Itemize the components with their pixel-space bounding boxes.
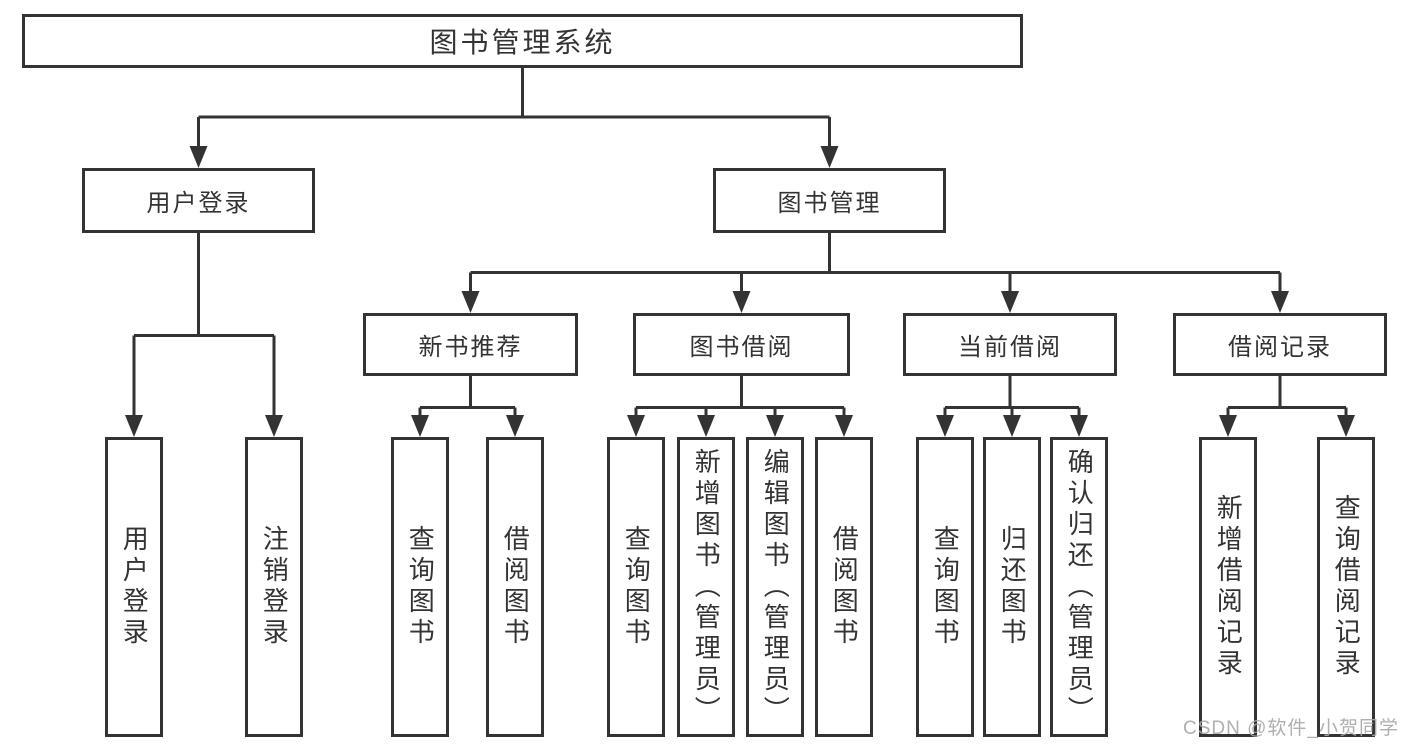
leaf-confirm-return-admin: 确认归还（管理员） xyxy=(1050,437,1108,737)
leaf-edit-book-admin: 编辑图书（管理员） xyxy=(746,437,804,737)
leaf-borrow-books: 借阅图书 xyxy=(815,437,873,737)
leaf-query-books-borrow: 查询图书 xyxy=(607,437,665,737)
leaf-query-books-recommend: 查询图书 xyxy=(391,437,449,737)
node-user-login: 用户登录 xyxy=(82,168,315,233)
leaf-borrow-books-recommend: 借阅图书 xyxy=(486,437,544,737)
node-book-borrow: 图书借阅 xyxy=(633,313,850,376)
leaf-return-book: 归还图书 xyxy=(983,437,1041,737)
leaf-query-borrow-record: 查询借阅记录 xyxy=(1317,437,1375,737)
node-borrow-records: 借阅记录 xyxy=(1173,313,1387,376)
node-new-book-recommend: 新书推荐 xyxy=(363,313,578,376)
node-root-library-system: 图书管理系统 xyxy=(22,14,1023,68)
leaf-query-books-current: 查询图书 xyxy=(916,437,974,737)
node-current-borrow: 当前借阅 xyxy=(903,313,1117,376)
csdn-watermark: CSDN @软件_小贺同学 xyxy=(1183,718,1399,739)
leaf-add-borrow-record: 新增借阅记录 xyxy=(1199,437,1257,737)
leaf-logout: 注销登录 xyxy=(245,437,303,737)
node-book-management: 图书管理 xyxy=(713,168,946,233)
arrowheads xyxy=(125,146,1355,437)
leaf-user-login: 用户登录 xyxy=(105,437,163,737)
leaf-add-book-admin: 新增图书（管理员） xyxy=(677,437,735,737)
tree-edges xyxy=(132,68,1348,415)
